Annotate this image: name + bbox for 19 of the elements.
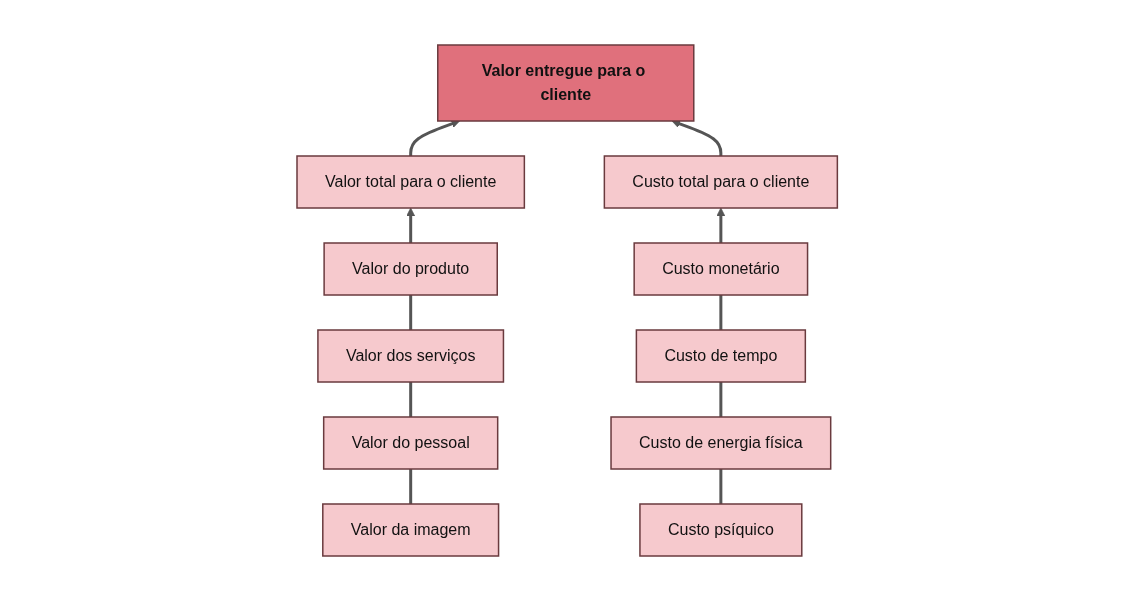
arrow [716, 207, 726, 243]
node-box: Custo total para o cliente [603, 155, 838, 209]
node-box: Valor dos serviços [317, 329, 504, 383]
connector [719, 295, 723, 330]
node-box: Custo de energia física [610, 416, 832, 470]
node-box: Custo psíquico [639, 503, 803, 557]
connector [409, 382, 412, 417]
node-box: Valor da imagem [321, 503, 500, 557]
connector [409, 469, 412, 504]
connector [719, 382, 723, 417]
arrow [406, 207, 415, 243]
node-box: Custo monetário [633, 242, 809, 296]
connector [719, 469, 723, 504]
node-box: Valor total para o cliente [296, 155, 525, 209]
node-box: Valor entregue para o cliente [436, 44, 695, 122]
node-box: Valor do pessoal [322, 416, 499, 470]
node-box: Custo de tempo [635, 329, 806, 383]
node-box: Valor do produto [323, 242, 498, 296]
connector [409, 295, 412, 330]
